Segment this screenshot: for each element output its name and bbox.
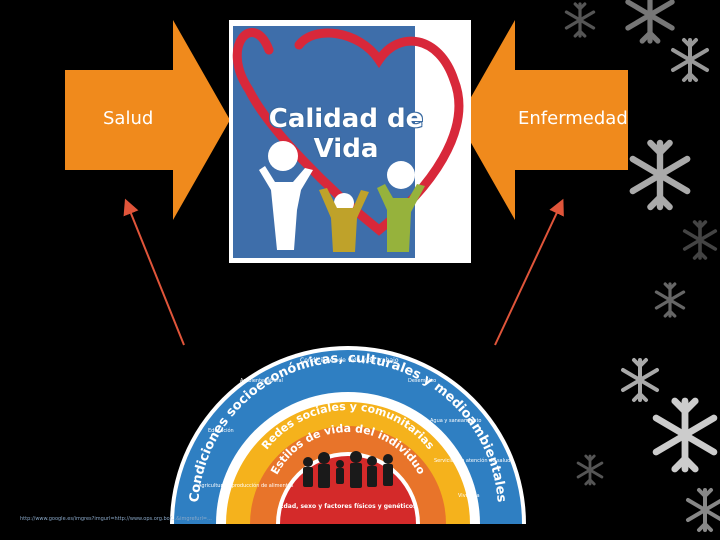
right-arrow-shape [458, 20, 628, 220]
calidad-de-vida-illustration [229, 20, 471, 263]
salud-label: Salud [103, 108, 154, 129]
enfermedad-label: Enfermedad [518, 108, 628, 129]
determinants-rainbow-diagram: Condiciones socioeconómicas, culturales … [170, 346, 526, 524]
left-arrow-shape [65, 20, 230, 220]
outer-item-educacion: Educación [208, 427, 234, 434]
outer-item-agua: Agua y saneamiento [430, 418, 481, 424]
outer-item-servicios: Servicios de atención de salud [434, 457, 510, 464]
outer-item-ambiente: Ambiente laboral [240, 378, 283, 384]
calidad-de-vida-title: Calidad de Vida [268, 104, 424, 164]
outer-item-desempleo: Desempleo [408, 378, 436, 384]
core-label: Edad, sexo y factores físicos y genético… [279, 503, 417, 510]
outer-item-agricultura: Agricultura y producción de alimentos [198, 482, 294, 489]
outer-item-condiciones-vida: Condiciones de vida y de trabajo [300, 357, 399, 364]
outer-item-vivienda: Vivienda [458, 493, 480, 499]
footer-citation: http://www.google.es/imgres?imgurl=http:… [20, 516, 212, 522]
